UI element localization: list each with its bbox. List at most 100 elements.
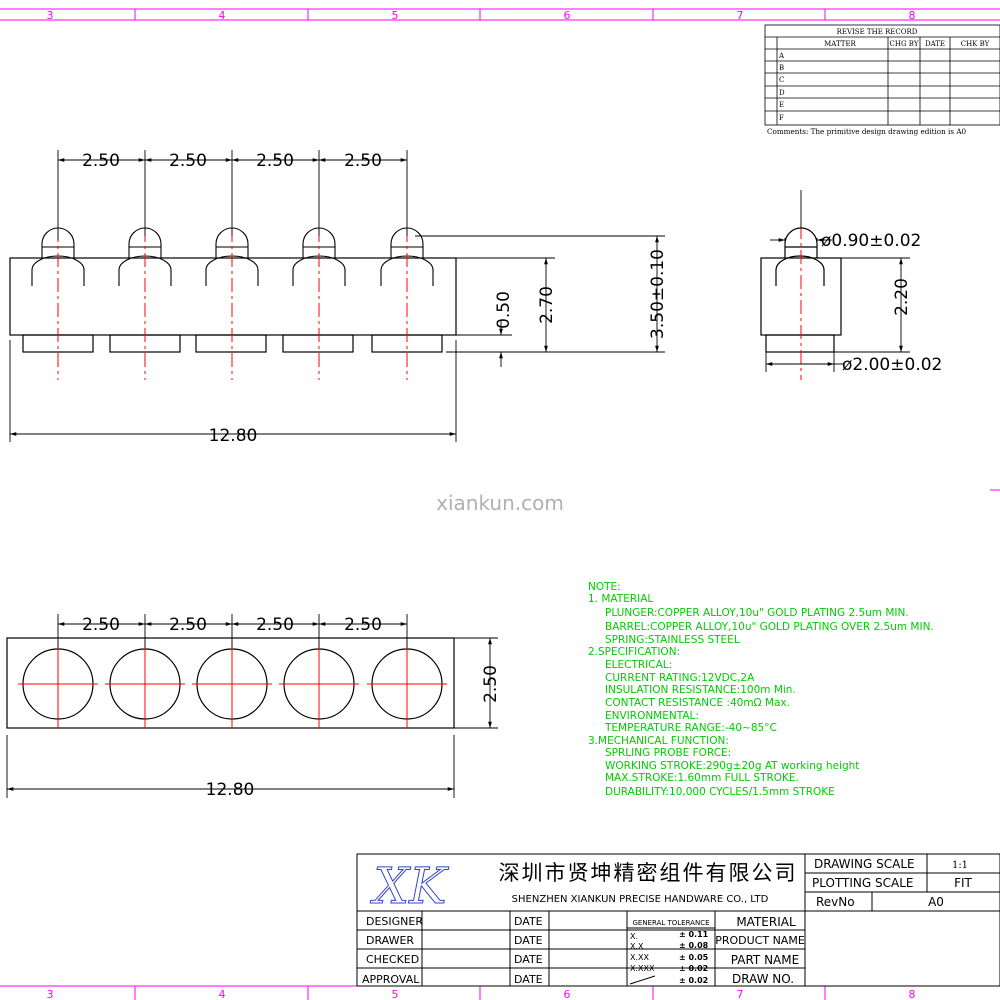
top-view-body (6, 637, 455, 729)
revision-row-a: A (778, 52, 785, 60)
tol-fmt-4: X.XXX (630, 964, 655, 973)
note-line-15: MAX.STROKE:1.60mm FULL STROKE. (605, 772, 799, 784)
revision-row-f: F (779, 114, 784, 122)
material-label: MATERIAL (736, 915, 796, 929)
top-depth-label: 2.50 (481, 665, 501, 703)
designer-label: DESIGNER (366, 915, 423, 928)
company-name-cn: 深圳市贤坤精密组件有限公司 (499, 861, 798, 885)
revision-header-matter: MATTER (824, 40, 856, 48)
note-line-7: CURRENT RATING:12VDC,2A (605, 672, 755, 684)
note-line-13: SPRLING PROBE FORCE: (605, 747, 731, 759)
note-line-2: PLUNGER:COPPER ALLOY,10u" GOLD PLATING 2… (605, 607, 909, 619)
revision-header-chk: CHK BY (961, 40, 990, 48)
side-view: ø0.90±0.02 2.20 ø2.00±0.02 (760, 190, 942, 380)
revision-row-c: C (779, 76, 784, 84)
revno-label: RevNo (816, 895, 855, 909)
title-block (356, 853, 1000, 987)
company-name-en: SHENZHEN XIANKUN PRECISE HANDWARE CO., L… (512, 894, 769, 905)
tol-fmt-3: X.XX (630, 953, 650, 962)
zone-bottom-8: 8 (909, 988, 916, 1000)
notes: NOTE: 1. MATERIAL PLUNGER:COPPER ALLOY,1… (588, 581, 934, 798)
watermark: xiankun.com (436, 491, 564, 515)
front-dim-050: 0.50 (494, 291, 514, 329)
zone-bottom-5: 5 (392, 988, 399, 1000)
plotting-scale-label: PLOTTING SCALE (812, 876, 914, 890)
front-view-body (9, 257, 457, 353)
zone-top-6: 6 (564, 9, 571, 22)
product-name-label: PRODUCT NAME (715, 934, 805, 947)
tol-val-4: ± 0.02 (679, 964, 708, 973)
front-view-centerlines (57, 228, 408, 380)
zone-top-7: 7 (737, 9, 744, 22)
front-dim-350: 3.50±0.10 (648, 249, 668, 339)
note-line-8: INSULATION RESISTANCE:100m Min. (605, 684, 796, 696)
front-width-label: 12.80 (209, 426, 258, 446)
drawing-scale-value: 1:1 (952, 860, 968, 871)
zone-top-8: 8 (909, 9, 916, 22)
revision-table (764, 24, 1000, 126)
front-view: 2.50 2.50 2.50 2.50 12.80 0.50 2.70 3.50… (9, 150, 668, 446)
note-line-11: TEMPERATURE RANGE:-40~85°C (604, 722, 777, 734)
note-line-0: NOTE: (588, 581, 621, 593)
tol-val-5: ± 0.02 (679, 976, 708, 985)
drawing-scale-label: DRAWING SCALE (814, 857, 915, 871)
note-line-5: 2.SPECIFICATION: (588, 646, 680, 658)
tol-val-2: ± 0.08 (679, 941, 709, 950)
note-line-10: ENVIRONMENTAL: (605, 710, 699, 722)
top-pitch-4: 2.50 (344, 615, 382, 635)
zone-bottom-6: 6 (564, 988, 571, 1000)
revision-header-chg: CHG BY (890, 40, 919, 48)
note-line-1: 1. MATERIAL (588, 593, 653, 605)
date-label-2: DATE (514, 934, 543, 947)
top-view-dimensions (6, 614, 498, 798)
side-barrel-dia: ø2.00±0.02 (842, 355, 942, 375)
zone-bottom-4: 4 (219, 988, 226, 1000)
checked-label: CHECKED (366, 953, 419, 966)
top-pitch-3: 2.50 (256, 615, 294, 635)
note-line-14: WORKING STROKE:290g±20g AT working heigh… (605, 760, 859, 772)
company-logo: XK (370, 857, 450, 915)
tol-fmt-2: X.X (630, 942, 644, 951)
note-line-4: SPRING:STAINLESS STEEL (605, 634, 740, 646)
note-line-12: 3.MECHANICAL FUNCTION: (588, 735, 729, 747)
zone-bottom-7: 7 (737, 988, 744, 1000)
revision-header-date: DATE (925, 40, 945, 48)
top-pitch-2: 2.50 (169, 615, 207, 635)
note-line-6: ELECTRICAL: (605, 659, 672, 671)
note-line-3: BARREL:COPPER ALLOY,10u" GOLD PLATING OV… (605, 621, 934, 633)
general-tolerance-label: GENERAL TOLERANCE (632, 919, 709, 927)
side-plunger-dia: ø0.90±0.02 (821, 231, 921, 251)
note-line-9: CONTACT RESISTANCE :40mΩ Max. (605, 697, 790, 709)
revision-title: REVISE THE RECORD (837, 28, 918, 36)
approval-label: APPROVAL (362, 973, 420, 986)
zone-top-4: 4 (219, 9, 226, 22)
zone-top-5: 5 (392, 9, 399, 22)
top-pitch-1: 2.50 (82, 615, 120, 635)
tol-val-3: ± 0.05 (679, 953, 709, 962)
revision-row-e: E (779, 101, 784, 109)
front-pitch-4: 2.50 (344, 151, 382, 171)
tol-val-1: ± 0.11 (679, 930, 709, 939)
date-label-4: DATE (514, 973, 543, 986)
top-width-label: 12.80 (206, 780, 255, 800)
zone-bottom-3: 3 (47, 988, 54, 1000)
zone-top-3: 3 (47, 9, 54, 22)
top-view-centerlines (18, 640, 447, 728)
date-label-3: DATE (514, 953, 543, 966)
part-name-label: PART NAME (731, 953, 799, 967)
drawer-label: DRAWER (366, 934, 414, 947)
front-dim-270: 2.70 (537, 286, 557, 324)
top-view: 2.50 2.50 2.50 2.50 12.80 2.50 (6, 614, 501, 800)
front-pitch-2: 2.50 (169, 151, 207, 171)
date-label-1: DATE (514, 915, 543, 928)
front-pitch-3: 2.50 (256, 151, 294, 171)
side-height: 2.20 (892, 278, 912, 316)
revno-value: A0 (928, 895, 944, 909)
plotting-scale-value: FIT (954, 876, 972, 890)
note-line-16: DURABILITY:10,000 CYCLES/1.5mm STROKE (605, 786, 835, 798)
revision-row-d: D (779, 89, 785, 97)
side-view-dimensions (765, 190, 910, 372)
front-view-dimensions (9, 150, 665, 442)
revision-row-b: B (779, 64, 784, 72)
